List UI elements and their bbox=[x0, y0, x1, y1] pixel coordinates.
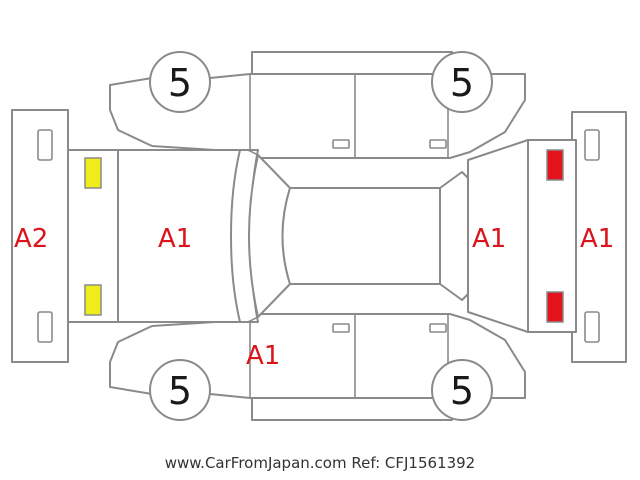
damage-code-rear-bumper: A1 bbox=[580, 224, 614, 254]
trunk bbox=[467, 139, 529, 333]
damage-code-right-front-door: A1 bbox=[246, 341, 280, 371]
front-light-bottom bbox=[84, 284, 102, 316]
damage-code-trunk: A1 bbox=[472, 224, 506, 254]
source-credit: www.CarFromJapan.com Ref: CFJ1561392 bbox=[165, 454, 475, 472]
rear-light-bottom bbox=[546, 291, 564, 323]
wheel-rear-left: 5 bbox=[431, 51, 493, 113]
wheel-front-right: 5 bbox=[149, 359, 211, 421]
tire-grade-rear-left: 5 bbox=[450, 61, 474, 105]
cabin bbox=[230, 149, 469, 323]
front-bumper bbox=[11, 109, 69, 363]
damage-code-hood: A1 bbox=[158, 224, 192, 254]
tire-grade-front-right: 5 bbox=[168, 369, 192, 413]
tire-grade-rear-right: 5 bbox=[450, 369, 474, 413]
damage-code-front-bumper: A2 bbox=[14, 224, 48, 254]
right-side-sill bbox=[251, 397, 453, 421]
rear-light-top bbox=[546, 149, 564, 181]
wheel-rear-right: 5 bbox=[431, 359, 493, 421]
tire-grade-front-left: 5 bbox=[168, 61, 192, 105]
left-side-sill bbox=[251, 51, 453, 75]
front-light-top bbox=[84, 157, 102, 189]
wheel-front-left: 5 bbox=[149, 51, 211, 113]
